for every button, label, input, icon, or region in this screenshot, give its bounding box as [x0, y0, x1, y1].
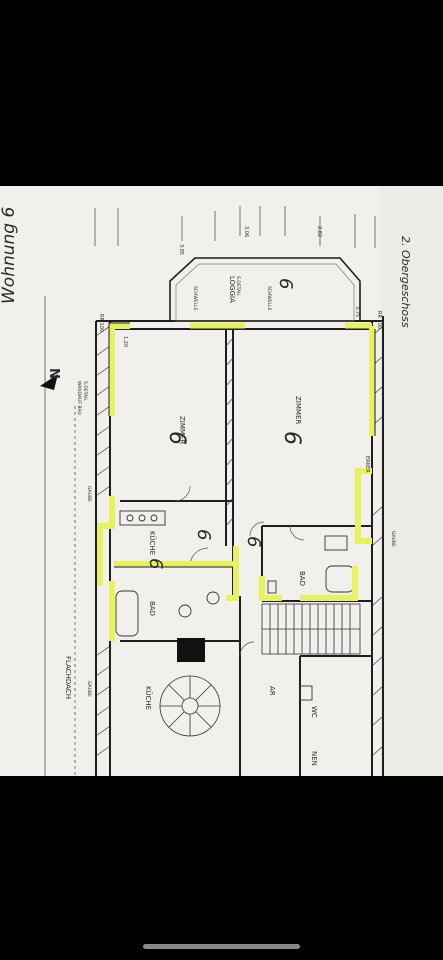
handwritten-6-hall: 6	[193, 529, 214, 540]
partition-hatching	[225, 337, 234, 527]
label-gaube-1: GAUBE	[86, 486, 92, 502]
svg-text:RR 100: RR 100	[376, 311, 382, 329]
floor-plan-photo: ZIMMER ZIMMER KÜCHE KÜCHE BAD BAD LOGGIA…	[0, 186, 443, 776]
north-arrow: N	[40, 368, 61, 390]
room-kueche-2: KÜCHE	[144, 686, 153, 710]
label-schwelle-2: SCHWELLE	[266, 286, 272, 311]
room-flachdach: FLACHDACH	[64, 656, 72, 699]
handwritten-6-loggia: 6	[275, 278, 296, 289]
handwritten-6-zimmer-2: 6	[279, 431, 304, 445]
room-zimmer-1: ZIMMER	[178, 416, 186, 444]
loggia-outline	[169, 257, 361, 322]
dimension-numbers: 3.85 3.06 2.82 RR 100 RR 100 1.20 3.75	[98, 226, 382, 347]
room-erker: ERKER	[364, 456, 370, 473]
highlighted-walls	[97, 323, 375, 641]
room-ar: AR	[268, 686, 276, 696]
room-wc: WC	[310, 706, 318, 718]
label-schwelle-1: SCHWELLE	[192, 286, 198, 311]
svg-text:N: N	[46, 368, 61, 379]
room-bad-1: BAD	[148, 601, 156, 616]
spiral-staircase	[159, 675, 221, 737]
loggia-inner	[175, 263, 355, 322]
svg-text:3.85: 3.85	[178, 244, 184, 255]
label-detail: S.DETAIL	[82, 381, 88, 401]
label-wandauf: WANDAUF BAU	[76, 381, 82, 415]
svg-text:2.82: 2.82	[316, 226, 322, 237]
dimension-ticks	[44, 206, 376, 776]
staircase	[261, 603, 361, 655]
room-bad-2: BAD	[298, 571, 306, 586]
label-gaube-3: GAUBE	[86, 681, 92, 697]
room-kueche-1: KÜCHE	[148, 531, 157, 555]
room-zimmer-2: ZIMMER	[294, 396, 302, 424]
svg-text:RR 100: RR 100	[98, 314, 104, 332]
home-indicator[interactable]	[143, 944, 300, 949]
note-floor: 2. Obergeschoss	[399, 236, 412, 328]
label-gaube-2: GAUBE	[390, 531, 396, 547]
svg-text:3.75: 3.75	[354, 306, 360, 317]
svg-text:1.20: 1.20	[122, 336, 128, 347]
note-wohnung: Wohnung 6	[0, 206, 19, 304]
label-detail-2: S.DETAIL	[235, 276, 241, 296]
handwritten-6-kueche: 6	[145, 558, 166, 569]
room-loggia: LOGGIA	[228, 276, 236, 303]
handwritten-6-zimmer-1: 6	[164, 431, 189, 445]
handwritten-6-flur: 6	[243, 536, 264, 547]
svg-text:3.06: 3.06	[243, 226, 249, 237]
redacted-block	[177, 638, 205, 662]
room-nen: NEN	[310, 751, 318, 766]
floor-plan-drawing: ZIMMER ZIMMER KÜCHE KÜCHE BAD BAD LOGGIA…	[0, 186, 443, 776]
highlighted-walls-outline	[108, 322, 376, 568]
